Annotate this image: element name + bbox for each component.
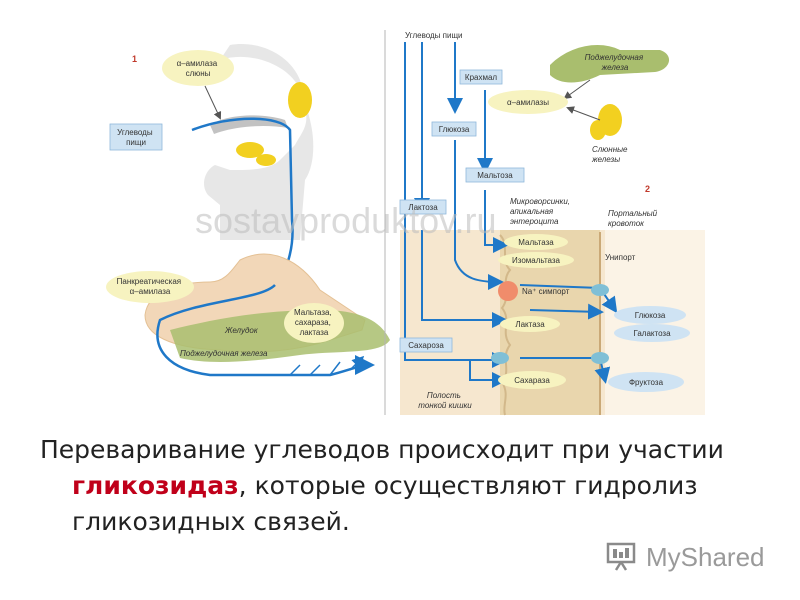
myshared-logo[interactable]: MyShared (604, 538, 774, 574)
isomaltase-bubble (498, 252, 574, 268)
fructose-channel-1 (491, 352, 509, 364)
sucrase-bubble (498, 371, 566, 389)
salivary-amylase-pointer (204, 85, 222, 120)
presentation-icon (606, 542, 636, 571)
sucrose-label: Сахароза (408, 341, 444, 350)
amylase-arrow-pancreas (563, 79, 591, 100)
glucose-out-label: Глюкоза (635, 311, 666, 320)
caption-line-2: гликозидаз, которые осуществляют гидроли… (40, 468, 760, 504)
products-bubble (284, 303, 344, 343)
panel2-food-label: Углеводы пищи (405, 31, 463, 40)
panel-2-number: 2 (645, 184, 650, 194)
salivary-amylase-label: α–амилаза слюны (177, 59, 220, 78)
maltose-box (465, 167, 525, 183)
caption: Переваривание углеводов происходит при у… (40, 432, 760, 540)
symport-label: Na⁺ симпорт (522, 287, 570, 296)
salivary-gland-3 (256, 154, 276, 166)
salivary-gland-1 (288, 82, 312, 118)
fructose-label: Фруктоза (629, 378, 664, 387)
lactose-box (399, 199, 447, 215)
panel-2: 2 Углево (399, 31, 705, 416)
alpha-amylase-label: α–амилазы (507, 98, 549, 107)
watermark: sostavproduktov.ru (195, 200, 496, 241)
caption-line-1: Переваривание углеводов происходит при у… (40, 435, 724, 464)
amylase-arrow-gland (566, 106, 601, 121)
absorption-arrows (289, 358, 362, 376)
head-silhouette (204, 44, 314, 240)
lactose-label: Лактоза (408, 203, 438, 212)
logo-text: MyShared (646, 542, 765, 572)
alpha-amylase-bubble (488, 90, 568, 114)
lactase-label: Лактаза (515, 320, 545, 329)
microvilli-label: Микроворсинки, апикальная энтероцита (510, 197, 572, 226)
digestion-diagram: 1 α–амилаза слюны (106, 30, 705, 416)
maltose-label: Мальтоза (477, 171, 513, 180)
caption-line-3: гликозидных связей. (72, 507, 350, 536)
panel-1: 1 α–амилаза слюны (106, 44, 390, 377)
arrow-lactose-down (421, 230, 508, 328)
salivary-amylase-bubble (162, 50, 234, 86)
portal-flow-label: Портальный кровоток (608, 209, 659, 228)
pancreas-label: Поджелудочная железа (180, 349, 268, 358)
pancreatic-amylase-label: Панкреатическая α–амилаза (117, 277, 184, 296)
products-label: Мальтаза, сахараза, лактаза (294, 308, 334, 337)
fructose-channel-2 (591, 352, 609, 364)
sucrase-label: Сахараза (514, 376, 550, 385)
maltase-bubble (504, 234, 568, 250)
caption-highlight: гликозидаз (72, 471, 239, 500)
panel-1-number: 1 (132, 54, 137, 64)
panel1-food-label: Углеводы пищи (117, 128, 155, 147)
pancreatic-amylase-bubble (106, 271, 194, 303)
caption-after: , которые осуществляют гидролиз (238, 471, 698, 500)
galactose-label: Галактоза (633, 329, 671, 338)
symport-transporter (498, 281, 518, 301)
panel1-food-box (109, 123, 163, 151)
arrow-symport (529, 303, 604, 320)
maltase-label: Мальтаза (518, 238, 554, 247)
arrow-maltose-down (484, 190, 509, 253)
uniport-label: Унипорт (605, 253, 636, 262)
arrow-sucrose-down (469, 360, 508, 388)
pancreas-label-2: Поджелудочная железа (585, 53, 646, 72)
salivary-glands-label: Слюнные железы (591, 145, 630, 164)
arrow-glucose-down (454, 140, 504, 290)
glucose-in-box (431, 121, 477, 137)
galactose-bubble (614, 324, 690, 342)
starch-box (459, 69, 503, 85)
sucrose-box (399, 337, 453, 353)
salivary-gland-2 (236, 142, 264, 158)
fructose-bubble (608, 372, 684, 392)
stomach-label: Желудок (224, 326, 259, 335)
intestine-path (156, 284, 375, 377)
glucose-out-bubble (614, 306, 686, 324)
lactase-bubble (500, 316, 560, 332)
glucose-in-label: Глюкоза (439, 125, 470, 134)
salivary-gland-2b (590, 120, 606, 140)
pancreas-organ-2 (550, 45, 670, 83)
lumen-label: Полость тонкой кишки (418, 391, 472, 410)
starch-label: Крахмал (465, 73, 498, 82)
uniport-channel (591, 284, 609, 296)
isomaltase-label: Изомальтаза (512, 256, 561, 265)
